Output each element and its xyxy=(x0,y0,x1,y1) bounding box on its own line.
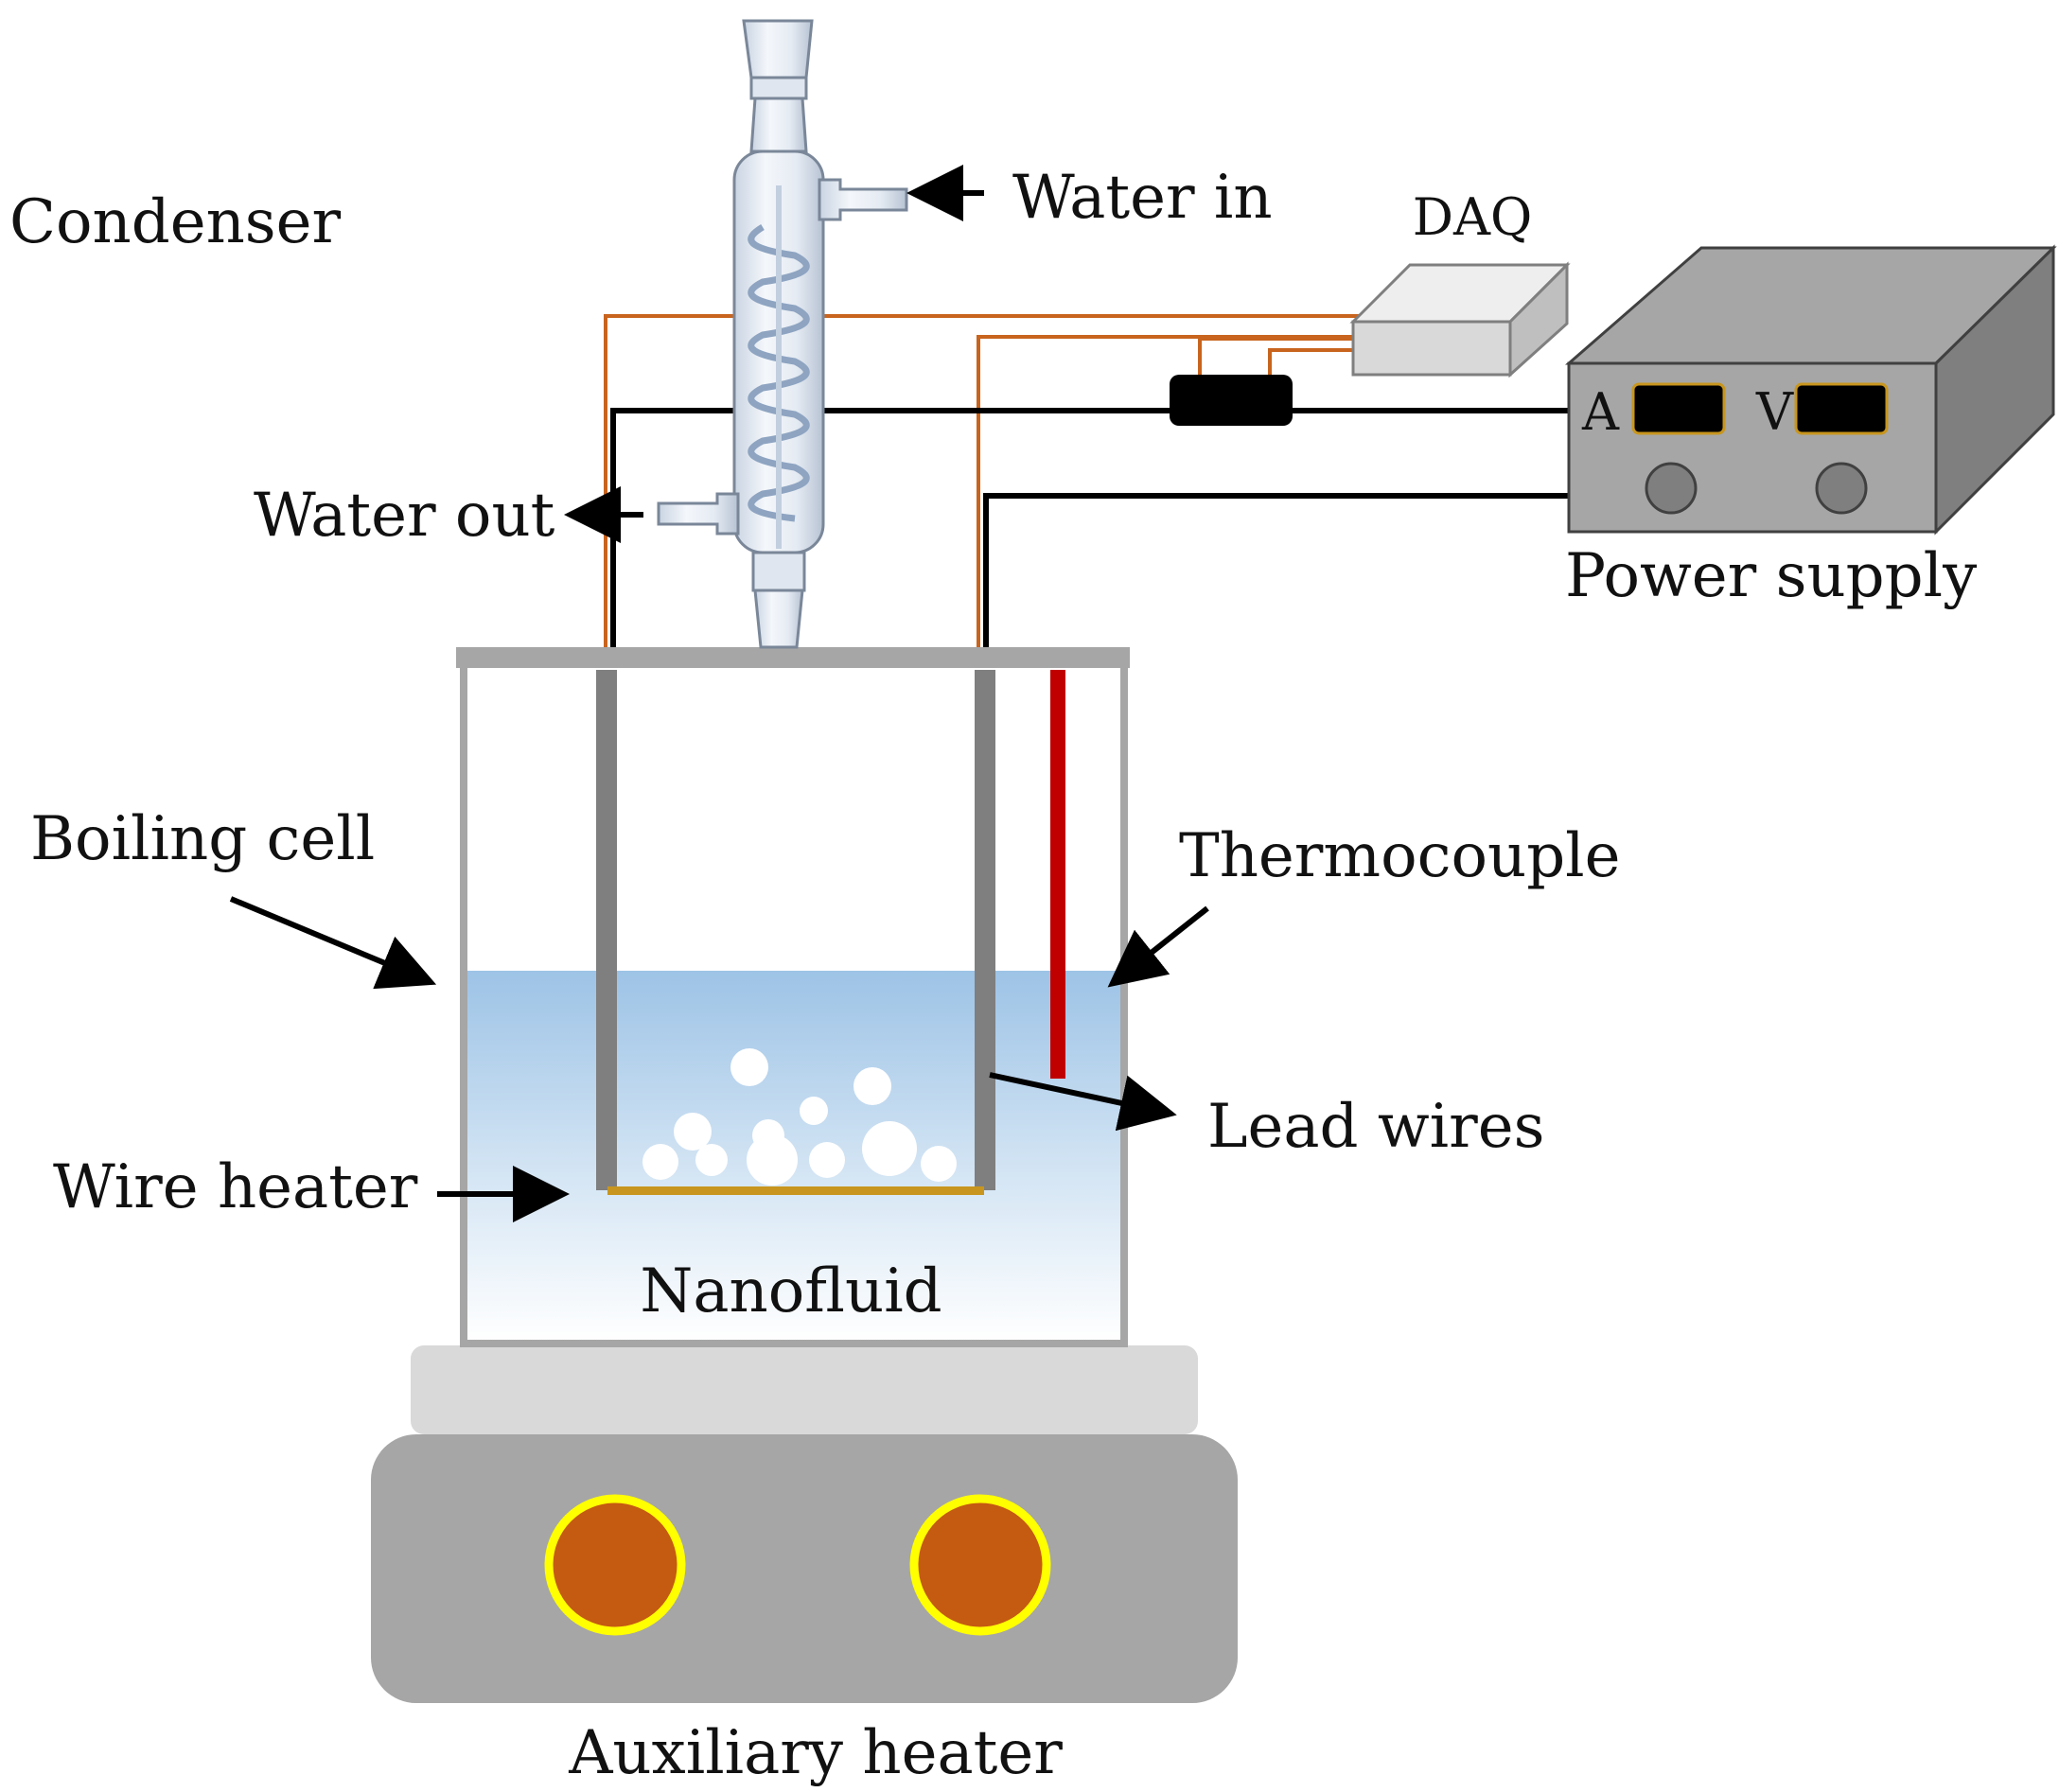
signal-wire-right xyxy=(977,300,1399,647)
arrow-boiling-cell xyxy=(229,896,437,990)
annotation-arrows xyxy=(229,165,1209,1222)
daq-front xyxy=(1351,320,1512,377)
heater-base xyxy=(371,1434,1238,1703)
heater-plate-top xyxy=(411,1345,1198,1434)
bubble-icon xyxy=(854,1067,891,1105)
coil-condenser-icon xyxy=(657,19,908,649)
lead-post-left xyxy=(596,670,617,1190)
boiling-cell-label: Boiling cell xyxy=(30,804,375,874)
signal-wire-shunt-2 xyxy=(1268,348,1355,380)
cell-lid xyxy=(456,647,1130,668)
voltmeter-display xyxy=(1794,382,1889,435)
bubble-icon xyxy=(747,1134,798,1186)
arrow-lead-wires xyxy=(989,1072,1177,1132)
water-out-label: Water out xyxy=(254,481,555,551)
bubble-icon xyxy=(730,1048,768,1086)
auxiliary-heater-label: Auxiliary heater xyxy=(568,1718,1063,1788)
labels: Condenser Water in Water out Power suppl… xyxy=(9,163,1977,1788)
wire-heater-element xyxy=(607,1186,984,1195)
bubble-icon xyxy=(800,1097,828,1125)
signal-wire-shunt-1 xyxy=(1198,337,1355,380)
daq-device: DAQ xyxy=(1349,187,1571,378)
condenser-label: Condenser xyxy=(9,187,342,257)
ammeter-label: A xyxy=(1581,382,1620,442)
water-in-nozzle xyxy=(818,178,908,221)
burner-left-icon xyxy=(544,1494,686,1636)
psu-knob-left-icon xyxy=(1645,462,1698,515)
lead-post-right xyxy=(975,670,995,1190)
daq-label: DAQ xyxy=(1413,187,1533,247)
psu-knob-right-icon xyxy=(1815,462,1868,515)
wire-heater-label: Wire heater xyxy=(53,1152,418,1222)
lead-wires-label: Lead wires xyxy=(1207,1092,1544,1162)
boiling-cell xyxy=(456,647,1130,1347)
vapor-bubbles xyxy=(642,1048,957,1186)
condenser-top-joint xyxy=(742,19,814,79)
bubble-icon xyxy=(921,1146,957,1182)
thermocouple-probe xyxy=(1050,670,1065,1079)
bubble-icon xyxy=(809,1142,845,1178)
shunt-resistor xyxy=(1170,375,1293,426)
bubble-icon xyxy=(642,1144,678,1180)
burner-right-icon xyxy=(909,1494,1051,1636)
ammeter-display xyxy=(1631,382,1726,435)
condenser-bottom-collar xyxy=(751,551,806,592)
arrow-thermocouple xyxy=(1107,905,1209,988)
power-wire-return xyxy=(983,493,1569,647)
nanofluid-label: Nanofluid xyxy=(640,1256,942,1326)
bubble-icon xyxy=(862,1121,917,1176)
auxiliary-heater xyxy=(371,1345,1238,1703)
bubble-icon xyxy=(674,1113,712,1151)
power-supply-label: Power supply xyxy=(1565,541,1977,611)
bubble-icon xyxy=(695,1144,728,1176)
voltmeter-label: V xyxy=(1755,382,1794,442)
condenser-neck xyxy=(749,97,808,153)
power-supply: A V xyxy=(1564,244,2057,536)
water-out-nozzle xyxy=(657,492,740,536)
condenser-top-collar xyxy=(749,76,808,100)
thermocouple-label: Thermocouple xyxy=(1179,821,1621,891)
water-in-label: Water in xyxy=(1012,163,1273,233)
condenser-bottom-joint xyxy=(753,589,804,649)
